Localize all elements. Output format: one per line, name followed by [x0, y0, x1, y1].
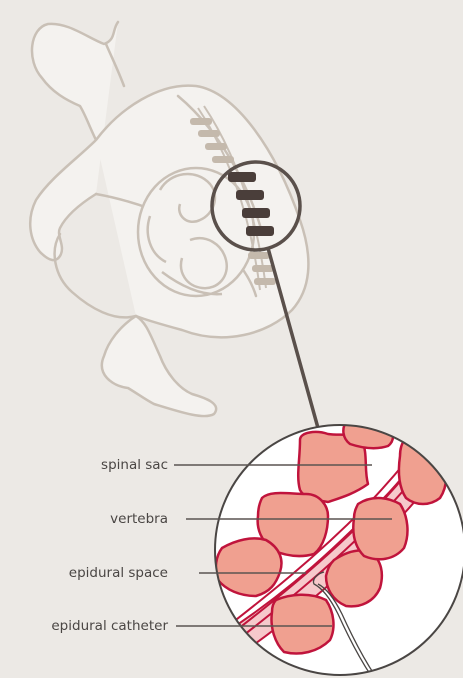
zoom-lens — [210, 410, 463, 678]
label-spinal-sac: spinal sac — [101, 457, 168, 473]
label-epidural-space: epidural space — [69, 565, 168, 581]
label-epidural-catheter: epidural catheter — [51, 618, 168, 634]
label-vertebra: vertebra — [110, 511, 168, 527]
